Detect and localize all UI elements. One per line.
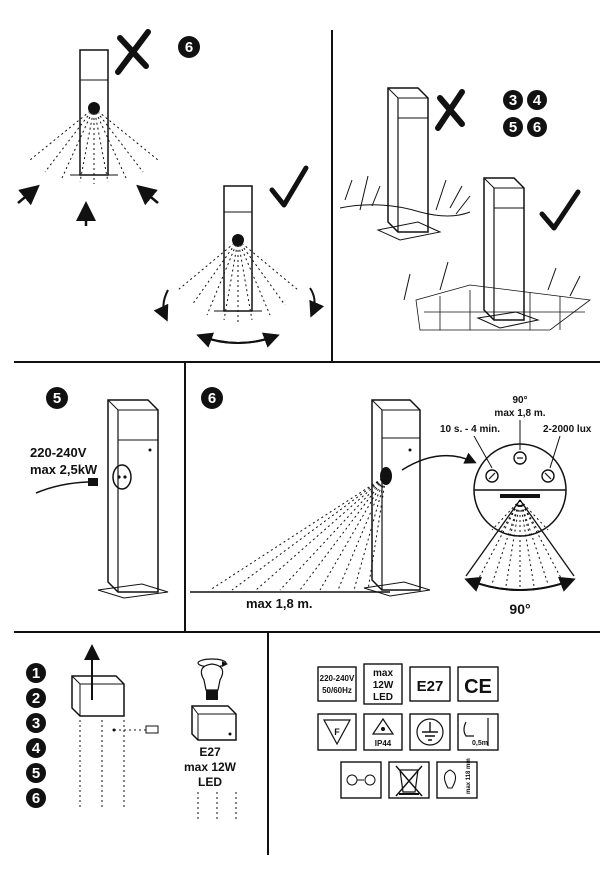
badge-group: 3 4 5 6 — [503, 90, 547, 137]
svg-text:1: 1 — [32, 665, 40, 682]
panel-mount-surface: 3 4 5 6 — [339, 87, 592, 331]
svg-text:max 118 mm: max 118 mm — [466, 758, 472, 794]
cross-icon — [115, 29, 151, 75]
panel-dividers — [14, 30, 600, 855]
svg-text:6: 6 — [208, 390, 216, 407]
svg-text:6: 6 — [185, 39, 193, 56]
arrow-icon — [17, 184, 40, 206]
svg-text:5: 5 — [32, 765, 40, 782]
svg-text:12W: 12W — [373, 680, 394, 691]
svg-text:6: 6 — [533, 119, 541, 136]
svg-text:2: 2 — [32, 690, 40, 707]
zoom-arrow — [401, 452, 477, 471]
plug-icon — [88, 478, 98, 486]
flammable-symbol: F — [317, 713, 357, 751]
range-top-label: max 1,8 m. — [494, 408, 545, 419]
bulb-outline-icon — [443, 769, 457, 789]
svg-text:0,5m: 0,5m — [472, 740, 488, 747]
panel-sensor-orientation: 6 — [17, 29, 325, 348]
range-label: max 1,8 m. — [246, 596, 313, 611]
lamp-on-pavement — [403, 177, 592, 331]
svg-text:LED: LED — [373, 692, 393, 703]
ip-symbol: IP44 — [363, 713, 403, 751]
panel-installation: 1 2 3 4 5 6 — [26, 644, 237, 820]
step-list: 1 2 3 4 5 6 — [26, 663, 46, 808]
lamp-sensor — [363, 399, 431, 597]
time-label: 10 s. - 4 min. — [440, 424, 500, 435]
bulb-led-label: LED — [198, 775, 222, 789]
bulb-icon — [200, 663, 224, 691]
lamp-wrong — [17, 49, 159, 226]
svg-text:6: 6 — [32, 790, 40, 807]
voltage-label: 220-240V — [30, 445, 87, 460]
svg-text:IP44: IP44 — [375, 739, 392, 748]
screw-icon — [145, 725, 159, 734]
svg-text:3: 3 — [509, 92, 517, 109]
panel-power-socket: 5 220-240V max 2,5kW — [30, 387, 169, 599]
svg-text:4: 4 — [533, 92, 542, 109]
voltage-symbol: 220-240V 50/60Hz — [317, 666, 357, 702]
bulb-power-label: max 12W — [184, 760, 237, 774]
rotate-arrow-icon — [153, 289, 169, 322]
socket-icon — [112, 464, 132, 490]
cross-icon — [435, 89, 465, 131]
ground-symbol — [409, 713, 451, 751]
sensor-zoom — [464, 443, 576, 592]
bulb-size-symbol: max 118 mm — [436, 758, 478, 799]
socket-symbol: E27 — [409, 666, 451, 702]
arrow-icon — [136, 184, 159, 206]
lux-label: 2-2000 lux — [543, 424, 592, 435]
panel-sensor-settings: 6 max 1,8 m. — [190, 387, 592, 617]
svg-text:CE: CE — [464, 676, 492, 698]
svg-text:220-240V: 220-240V — [320, 674, 355, 683]
lamp-with-socket — [97, 399, 169, 599]
svg-text:4: 4 — [32, 740, 41, 757]
svg-text:E27: E27 — [417, 678, 444, 695]
wiring-symbol — [340, 761, 382, 799]
svg-text:5: 5 — [53, 390, 61, 407]
check-icon — [539, 189, 581, 231]
lamp-top-removal — [71, 644, 159, 810]
rotate-arrow-icon — [309, 287, 325, 318]
drop-icon — [381, 727, 385, 731]
badge-step: 6 — [201, 387, 223, 409]
svg-text:F: F — [334, 727, 340, 737]
power-symbol: max 12W LED — [363, 663, 403, 705]
detection-rays — [209, 475, 387, 591]
svg-text:max: max — [373, 668, 393, 679]
angle-top-label: 90° — [512, 395, 527, 406]
svg-text:50/60Hz: 50/60Hz — [322, 686, 352, 695]
lamp-bulb — [191, 658, 237, 820]
weee-symbol — [388, 761, 430, 799]
bulb-type-label: E27 — [199, 745, 221, 759]
lamp-correct — [153, 185, 325, 348]
check-icon — [269, 165, 309, 208]
badge-step: 6 — [178, 36, 200, 58]
lamp-on-soil — [339, 87, 471, 241]
angle-bottom-label: 90° — [509, 601, 530, 617]
svg-text:5: 5 — [509, 119, 517, 136]
panel-symbols: 220-240V 50/60Hz max 12W LED E27 CE F IP… — [317, 663, 499, 799]
cable — [35, 481, 89, 494]
power-label: max 2,5kW — [30, 462, 98, 477]
ce-symbol: CE — [457, 666, 499, 702]
svg-text:3: 3 — [32, 715, 40, 732]
distance-symbol: 0,5m — [457, 713, 499, 751]
badge-step: 5 — [46, 387, 68, 409]
